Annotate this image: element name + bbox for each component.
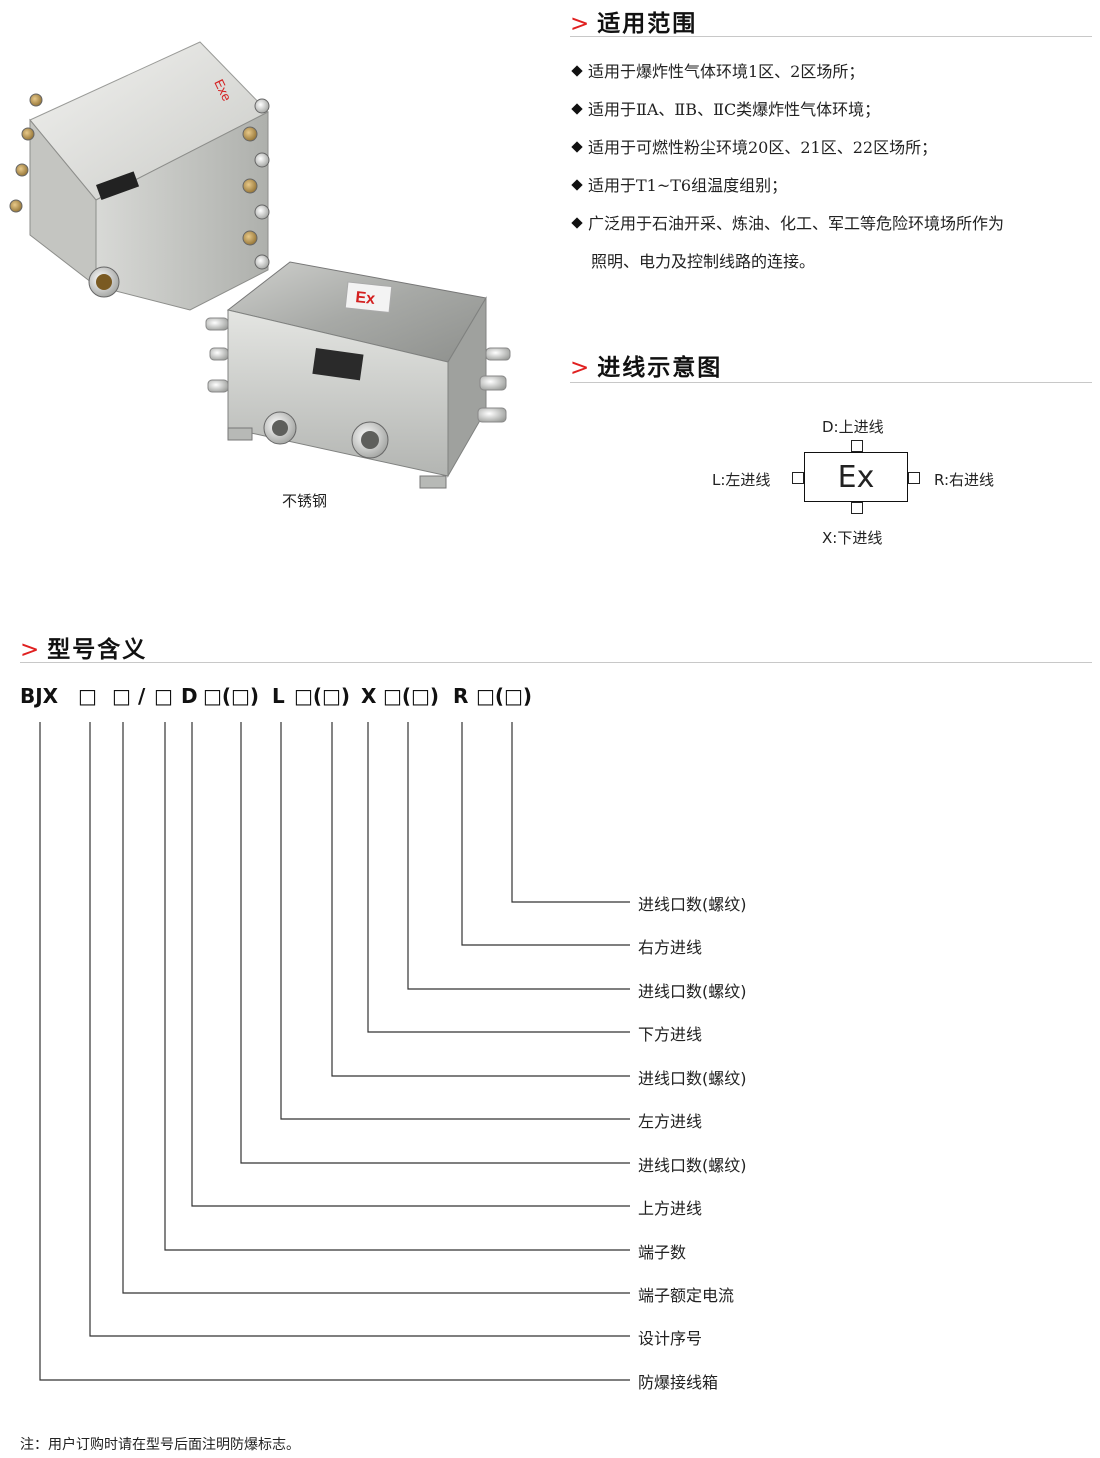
scope-item: 适用于ⅡA、ⅡB、ⅡC类爆炸性气体环境； — [570, 96, 880, 120]
code-segment: □ — [78, 684, 97, 708]
code-segment: D — [181, 684, 198, 708]
connector-line — [89, 722, 630, 1337]
scope-item: 适用于可燃性粉尘环境20区、21区、22区场所； — [570, 134, 937, 158]
scope-item-continuation: 照明、电力及控制线路的连接。 — [591, 252, 816, 271]
legend-item: 进线口数(螺纹) — [638, 1156, 747, 1175]
wiring-port-left — [792, 472, 804, 484]
legend-item: 端子数 — [638, 1243, 687, 1262]
connector-line — [461, 722, 630, 946]
legend-item: 下方进线 — [638, 1025, 703, 1044]
wiring-diagram: D:上进线 L:左进线 Ex R:右进线 X:下进线 — [700, 410, 1020, 555]
box-grey: Exe — [9, 41, 270, 311]
box-stainless: Ex — [205, 261, 511, 489]
legend-item: 防爆接线箱 — [638, 1373, 719, 1392]
scope-title-text: 适用范围 — [597, 11, 698, 37]
section-title-scope: >适用范围 — [570, 4, 697, 38]
model-title-text: 型号含义 — [47, 637, 148, 663]
wiring-ex-mark: Ex — [837, 459, 875, 495]
connector-line — [280, 722, 630, 1120]
connector-line — [367, 722, 630, 1033]
junction-box-illustration: Exe — [9, 41, 511, 489]
footer-note: 注：用户订购时请在型号后面注明防爆标志。 — [20, 1437, 300, 1453]
wiring-bottom-label: X:下进线 — [822, 529, 883, 547]
wiring-port-bottom — [851, 502, 863, 514]
code-segment: □(□) — [476, 684, 533, 708]
chevron-icon: > — [570, 11, 592, 37]
wiring-port-top — [851, 440, 863, 452]
legend-item: 端子额定电流 — [638, 1286, 735, 1305]
legend-item: 进线口数(螺纹) — [638, 982, 747, 1001]
connector-line — [122, 722, 630, 1294]
section-title-wiring: >进线示意图 — [570, 348, 722, 382]
product-caption: 不锈钢 — [282, 492, 328, 510]
code-segment: X — [361, 684, 377, 708]
code-segment: □(□) — [383, 684, 440, 708]
scope-item: 适用于T1~T6组温度组别； — [570, 172, 787, 196]
code-segment: R — [453, 684, 469, 708]
code-segment: □ — [154, 684, 173, 708]
section-title-model: >型号含义 — [20, 630, 147, 664]
connector-line — [39, 722, 630, 1381]
connector-line — [407, 722, 630, 990]
code-segment: □(□) — [294, 684, 351, 708]
legend-item: 进线口数(螺纹) — [638, 895, 747, 914]
chevron-icon: > — [20, 637, 42, 663]
product-photo: Exe — [0, 30, 520, 490]
legend-item: 进线口数(螺纹) — [638, 1069, 747, 1088]
connector-line — [164, 722, 630, 1251]
connector-line — [331, 722, 630, 1077]
code-segment: / — [138, 684, 146, 708]
connector-line — [511, 722, 630, 903]
scope-divider — [570, 36, 1092, 37]
svg-text:Ex: Ex — [355, 289, 376, 308]
wiring-divider — [570, 382, 1092, 383]
code-segment: BJX — [20, 684, 59, 708]
wiring-port-right — [908, 472, 920, 484]
wiring-right-label: R:右进线 — [934, 471, 995, 489]
legend-item: 设计序号 — [638, 1329, 703, 1348]
connector-line — [240, 722, 630, 1164]
code-segment: □ — [112, 684, 131, 708]
wiring-left-label: L:左进线 — [712, 471, 771, 489]
chevron-icon: > — [570, 355, 592, 381]
code-segment: L — [272, 684, 285, 708]
legend-item: 左方进线 — [638, 1112, 703, 1131]
scope-item: 适用于爆炸性气体环境1区、2区场所； — [570, 58, 864, 82]
legend-item: 上方进线 — [638, 1199, 703, 1218]
wiring-box: Ex — [804, 452, 908, 502]
scope-item: 广泛用于石油开采、炼油、化工、军工等危险环境场所作为 — [570, 210, 1004, 234]
model-divider — [20, 662, 1092, 663]
wiring-title-text: 进线示意图 — [597, 355, 723, 381]
legend-item: 右方进线 — [638, 938, 703, 957]
code-segment: □(□) — [203, 684, 260, 708]
wiring-top-label: D:上进线 — [822, 418, 884, 436]
connector-line — [191, 722, 630, 1207]
